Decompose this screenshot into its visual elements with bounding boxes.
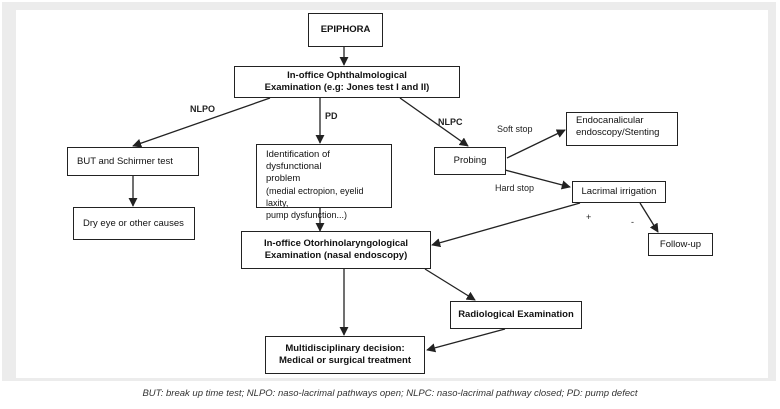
- edge-label-soft-stop: Soft stop: [497, 124, 533, 134]
- node-probing-text: Probing: [453, 155, 487, 166]
- node-multidisciplinary-line-2: Medical or surgical treatment: [279, 355, 411, 366]
- edge-label-nlpo: NLPO: [190, 104, 216, 114]
- arrow-probing-to-endocanalicular: [506, 129, 566, 159]
- node-epiphora: EPIPHORA: [308, 13, 383, 47]
- edge-label-plus: +: [586, 212, 592, 222]
- node-endocanalicular: Endocanalicular endoscopy/Stenting: [566, 112, 678, 146]
- node-otorhino-exam: In-office Otorhinolaryngological Examina…: [241, 231, 431, 269]
- node-radiological-text: Radiological Examination: [458, 309, 574, 320]
- node-probing: Probing: [434, 147, 506, 175]
- node-lacrimal-irrigation-text: Lacrimal irrigation: [581, 186, 657, 197]
- arrow-nlpc-to-probing: [399, 97, 469, 147]
- node-follow-up: Follow-up: [648, 233, 713, 256]
- arrow-radiological-to-multidisciplinary: [426, 328, 506, 353]
- node-ophthalmological-exam: In-office Ophthalmological Examination (…: [234, 66, 460, 98]
- node-but-schirmer-text: BUT and Schirmer test: [77, 155, 173, 167]
- node-dry-eye: Dry eye or other causes: [73, 207, 195, 240]
- node-ophthalmological-line-1: In-office Ophthalmological: [287, 70, 407, 81]
- node-epiphora-text: EPIPHORA: [320, 24, 371, 35]
- arrow-irrigation-to-otorhino: [431, 202, 581, 248]
- node-dysfunctional-line-2: problem: [266, 173, 301, 184]
- arrow-nlpo-to-but: [132, 97, 271, 148]
- figure-caption: BUT: break up time test; NLPO: naso-lacr…: [142, 388, 638, 399]
- node-ophthalmological-line-2: Examination (e.g: Jones test I and II): [264, 82, 430, 93]
- node-dysfunctional-line-3: (medial ectropion, eyelid laxity,: [266, 186, 364, 208]
- node-lacrimal-irrigation: Lacrimal irrigation: [572, 181, 666, 203]
- node-endocanalicular-line-1: Endocanalicular: [576, 115, 644, 126]
- arrow-irrigation-to-follow-up: [639, 202, 659, 233]
- node-radiological-exam: Radiological Examination: [450, 301, 582, 329]
- node-follow-up-text: Follow-up: [659, 238, 702, 250]
- edge-label-pd: PD: [325, 111, 338, 121]
- node-but-schirmer: BUT and Schirmer test: [67, 147, 199, 176]
- node-dry-eye-text: Dry eye or other causes: [83, 217, 184, 229]
- edge-label-hard-stop: Hard stop: [495, 183, 535, 193]
- node-dysfunctional-line-1: Identification of dysfunctional: [266, 149, 330, 172]
- node-multidisciplinary-line-1: Multidisciplinary decision:: [285, 343, 405, 354]
- arrow-otorhino-to-radiological: [424, 268, 476, 301]
- node-otorhino-line-1: In-office Otorhinolaryngological: [263, 238, 409, 249]
- node-dysfunctional-problem: Identification of dysfunctional problem …: [256, 144, 392, 220]
- node-multidisciplinary: Multidisciplinary decision: Medical or s…: [265, 336, 425, 374]
- node-otorhino-line-2: Examination (nasal endoscopy): [264, 250, 408, 261]
- node-dysfunctional-line-4: pump dysfunction...): [266, 210, 348, 220]
- node-endocanalicular-line-2: endoscopy/Stenting: [576, 127, 660, 138]
- arrow-probing-to-lacrimal-irrigation: [504, 169, 571, 190]
- edge-label-nlpc: NLPC: [438, 117, 463, 127]
- edge-label-minus: -: [631, 217, 634, 227]
